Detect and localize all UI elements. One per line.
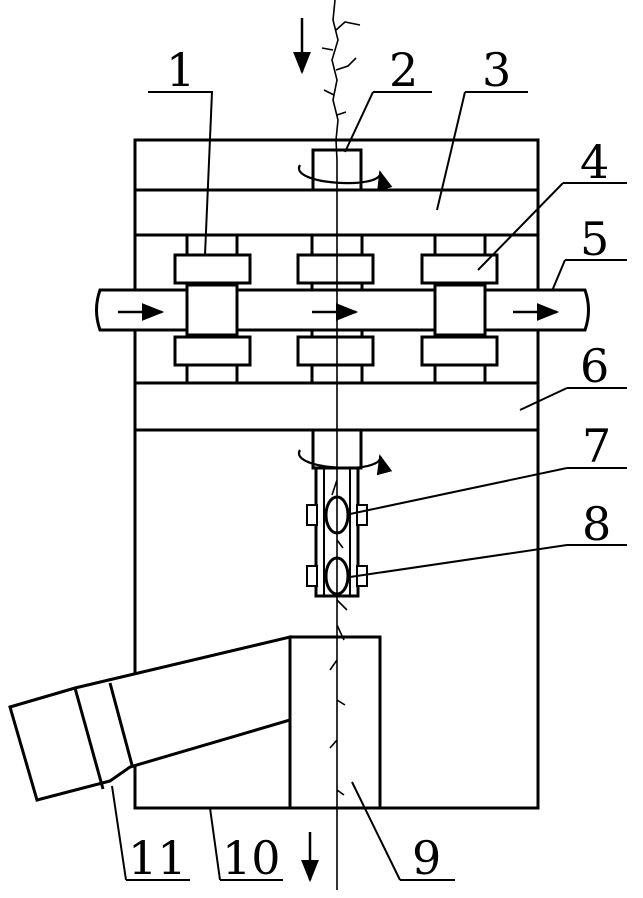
sleeve-left (187, 285, 237, 335)
label-1: 1 (166, 43, 195, 97)
gear-bottom-middle (298, 337, 373, 365)
label-6: 6 (580, 339, 609, 393)
bolt-lower-left (307, 566, 317, 586)
label-5: 5 (580, 212, 609, 266)
label-9: 9 (412, 831, 441, 885)
gear-bottom-right (422, 337, 497, 365)
bolt-upper-left (307, 505, 317, 525)
gear-top-right (422, 255, 497, 283)
label-3: 3 (482, 43, 511, 97)
label-4: 4 (580, 135, 609, 189)
label-10: 10 (222, 831, 281, 885)
gear-top-left (175, 255, 250, 283)
label-7: 7 (582, 419, 611, 473)
label-8: 8 (582, 497, 611, 551)
gear-top-middle (298, 255, 373, 283)
drive-shaft (97, 290, 589, 330)
label-11: 11 (128, 831, 187, 885)
sleeve-right (435, 285, 485, 335)
gear-bottom-left (175, 337, 250, 365)
bolt-upper-right (357, 505, 367, 525)
label-2: 2 (389, 43, 418, 97)
